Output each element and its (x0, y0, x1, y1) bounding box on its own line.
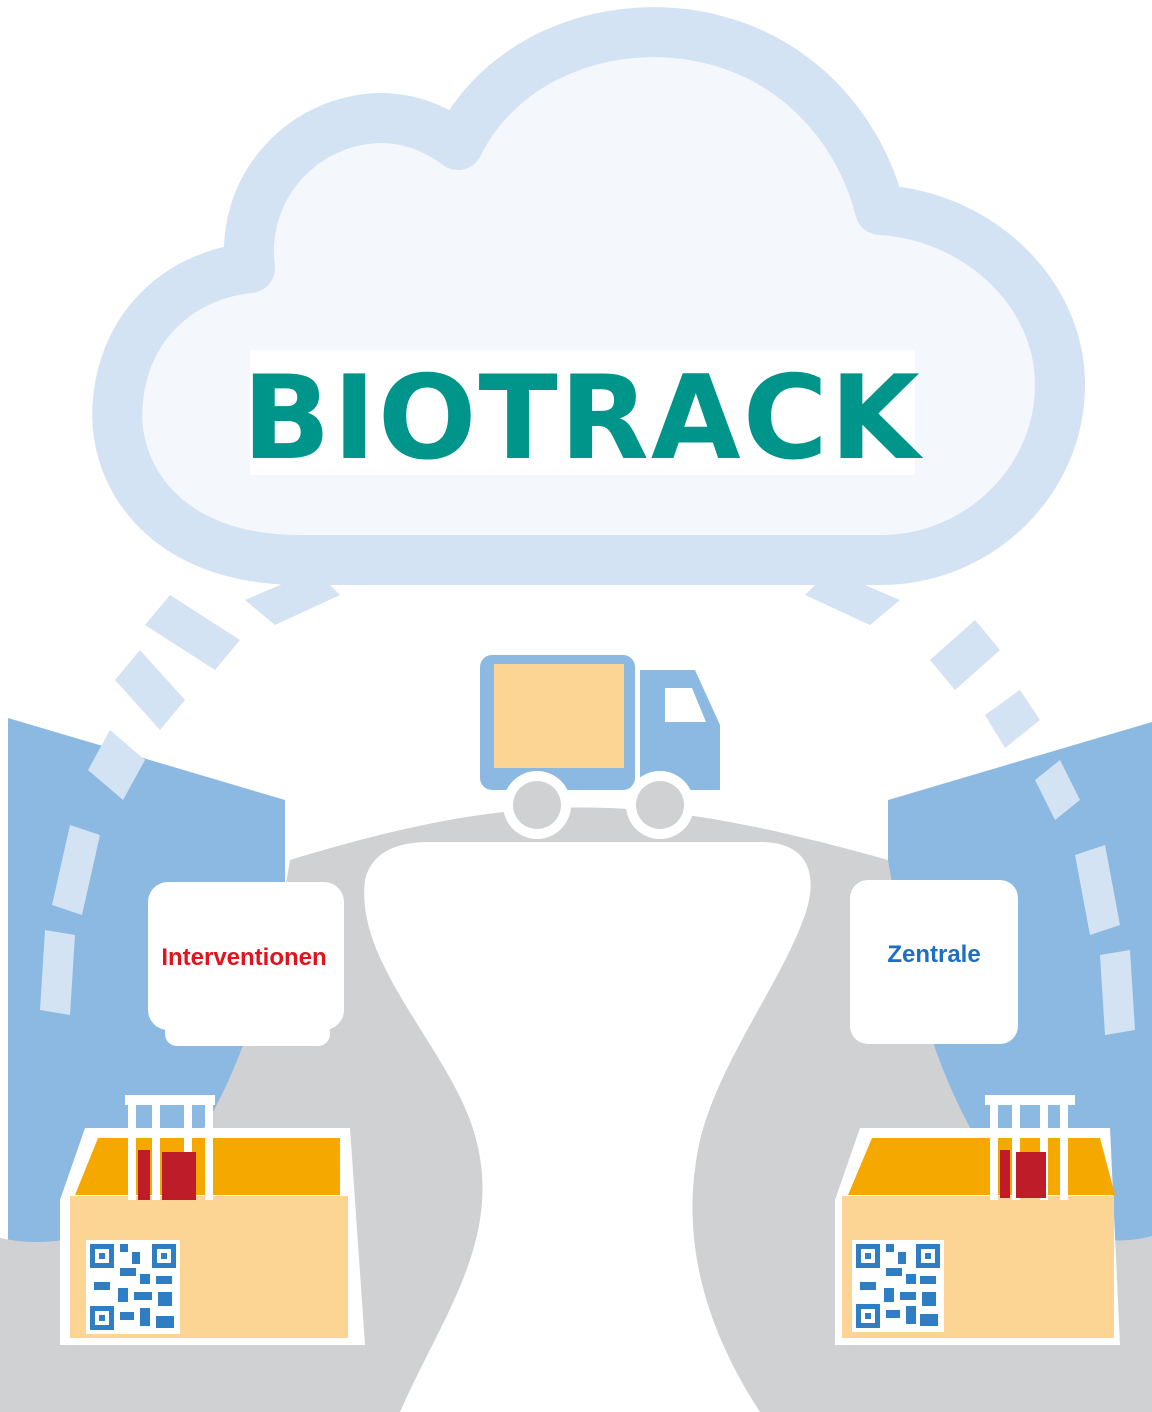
connection-dashes-left (40, 595, 240, 1015)
title-plate (250, 350, 915, 475)
location-sign-left: Interventionen (148, 882, 344, 1046)
truck-cargo (494, 664, 624, 768)
connection-dashes-right (930, 620, 1135, 1035)
location-label-left: Interventionen (161, 944, 326, 971)
sample-box-icon (60, 1095, 365, 1345)
truck-icon (480, 655, 720, 839)
location-label-right: Zentrale (887, 941, 980, 968)
sample-box-icon (835, 1095, 1120, 1345)
page-title: BIOTRACK (242, 351, 924, 486)
cloud-icon (92, 7, 1085, 625)
qr-code-icon (86, 1240, 180, 1334)
location-sign-right: Zentrale (850, 880, 1018, 1044)
qr-code-icon (852, 1240, 944, 1332)
